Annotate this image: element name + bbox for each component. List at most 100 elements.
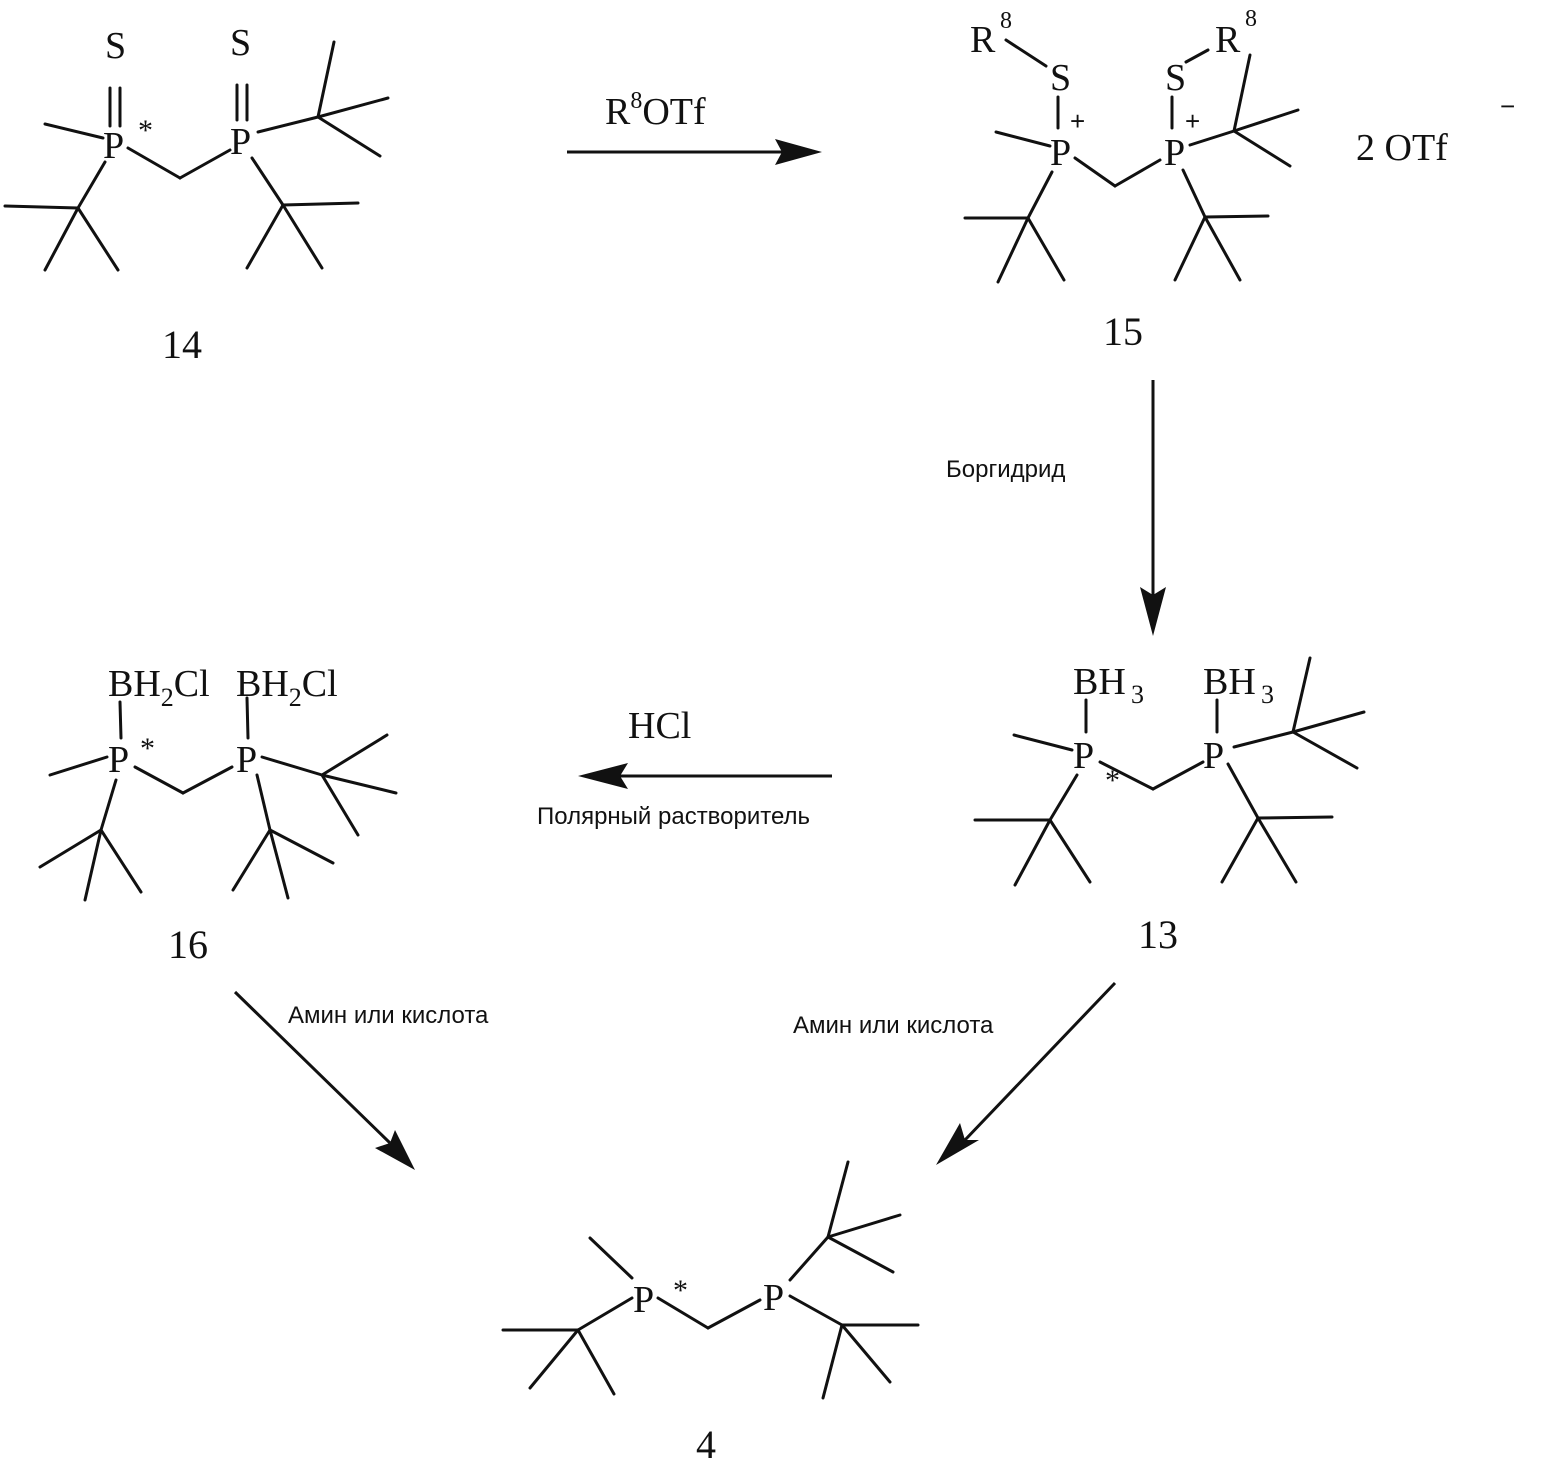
tbu-methyl xyxy=(322,735,387,775)
arrow-head xyxy=(775,139,822,165)
tbu-methyl xyxy=(1293,658,1310,732)
compound-16: BH2Cl BH2Cl P * P 16 xyxy=(40,663,396,967)
tbu-methyl xyxy=(828,1237,893,1272)
phosphorus-atom-1: P xyxy=(108,739,129,781)
phosphorus-atom-1: P xyxy=(103,125,124,167)
positive-charge: + xyxy=(1185,106,1200,136)
compound-label: 14 xyxy=(162,322,202,367)
phosphorus-atom-2: P xyxy=(230,121,251,163)
methyl-bond xyxy=(590,1238,632,1278)
sulfur-atom: S xyxy=(230,22,251,64)
phosphorus-atom-1: P xyxy=(633,1279,654,1321)
phosphorus-atom-2: P xyxy=(1164,132,1185,174)
tbu-methyl xyxy=(101,830,141,892)
r-superscript: 8 xyxy=(1245,6,1257,32)
p-b-bond xyxy=(247,698,248,738)
tbu-methyl xyxy=(1222,818,1258,882)
tbu-methyl xyxy=(1258,817,1332,818)
counterion-charge: − xyxy=(1500,91,1515,121)
tbu-bond xyxy=(578,1298,632,1330)
r-group: R xyxy=(970,19,996,61)
tbu-methyl xyxy=(283,205,322,268)
arrow-14-to-15: R8OTf xyxy=(567,88,822,165)
reagent-label: HCl xyxy=(628,705,691,747)
tbu-methyl xyxy=(45,208,78,270)
phosphorus-atom-2: P xyxy=(236,739,257,781)
reagent-otf: OTf xyxy=(642,91,706,133)
r-s-bond xyxy=(1006,40,1046,66)
positive-charge: + xyxy=(1070,106,1085,136)
methyl-bond xyxy=(50,757,107,775)
sulfur-atom: S xyxy=(1165,57,1186,99)
tbu-methyl xyxy=(5,206,78,208)
tbu-methyl xyxy=(322,775,358,835)
compound-15: R 8 S + P S R 8 + P 2 OTf − 15 xyxy=(965,6,1515,354)
cl-text: Cl xyxy=(302,663,338,705)
arrow-shaft xyxy=(965,983,1115,1140)
tbu-methyl xyxy=(1050,820,1090,882)
borane-subscript: 3 xyxy=(1261,680,1274,709)
sulfur-atom: S xyxy=(105,25,126,67)
bh-text: BH xyxy=(108,663,161,705)
arrow-15-to-13: Боргидрид xyxy=(946,380,1166,636)
tbu-methyl xyxy=(530,1330,578,1388)
r-group: R xyxy=(1215,19,1241,61)
tbu-methyl xyxy=(1175,217,1205,280)
tbu-methyl xyxy=(998,218,1028,282)
bh-text: BH xyxy=(236,663,289,705)
stereocenter-star: * xyxy=(140,732,155,765)
tbu-methyl xyxy=(247,205,283,268)
tbu-bond xyxy=(262,757,322,775)
tbu-methyl xyxy=(823,1325,842,1398)
tbu-bond xyxy=(78,162,105,208)
tbu-methyl xyxy=(233,830,270,890)
ch2-bond-right xyxy=(180,150,230,178)
methyl-bond xyxy=(996,132,1050,146)
arrow-13-to-16: HCl Полярный растворитель xyxy=(537,705,832,830)
borane-group: BH xyxy=(1203,661,1256,703)
ch2-bond-right xyxy=(1115,160,1160,186)
tbu-methyl xyxy=(318,117,380,156)
h-subscript: 2 xyxy=(289,683,302,712)
chloroborane-group: BH2Cl xyxy=(236,663,338,712)
ch2-bond-left xyxy=(135,767,183,793)
tbu-methyl xyxy=(1258,818,1296,882)
reagent-r: R xyxy=(605,91,631,133)
borane-subscript: 3 xyxy=(1131,680,1144,709)
counterion: 2 OTf xyxy=(1356,127,1448,169)
condition-label: Боргидрид xyxy=(946,456,1065,483)
compound-4: P * P 4 xyxy=(503,1162,918,1467)
r-superscript: 8 xyxy=(1000,8,1012,34)
tbu-methyl xyxy=(828,1215,900,1237)
phosphorus-atom-2: P xyxy=(1203,735,1224,777)
tbu-bond xyxy=(1228,764,1258,818)
tbu-methyl xyxy=(78,208,118,270)
reagent-sup: 8 xyxy=(630,88,642,114)
borane-group: BH xyxy=(1073,661,1126,703)
tbu-methyl xyxy=(1234,55,1250,131)
tbu-methyl xyxy=(1293,712,1364,732)
tbu-methyl xyxy=(842,1325,890,1382)
reagent-label: R8OTf xyxy=(605,88,706,133)
tbu-methyl xyxy=(1234,110,1298,131)
tbu-methyl xyxy=(828,1162,848,1237)
compound-label: 15 xyxy=(1103,309,1143,354)
tbu-bond xyxy=(1028,172,1052,218)
ch2-bond-right xyxy=(708,1300,760,1328)
sulfur-atom: S xyxy=(1050,57,1071,99)
methyl-bond xyxy=(45,124,103,138)
ch2-bond-right xyxy=(1153,762,1203,789)
tbu-bond xyxy=(1183,170,1205,217)
tbu-bond xyxy=(790,1296,842,1325)
s-r-bond xyxy=(1186,50,1208,62)
tbu-methyl xyxy=(1205,216,1268,217)
ch2-bond-right xyxy=(183,767,232,793)
stereocenter-star: * xyxy=(138,114,153,147)
h-subscript: 2 xyxy=(161,683,174,712)
tbu-bond xyxy=(101,780,116,830)
tbu-methyl xyxy=(578,1330,614,1394)
compound-label: 13 xyxy=(1138,912,1178,957)
tbu-methyl xyxy=(40,830,101,867)
phosphorus-atom-1: P xyxy=(1050,132,1071,174)
